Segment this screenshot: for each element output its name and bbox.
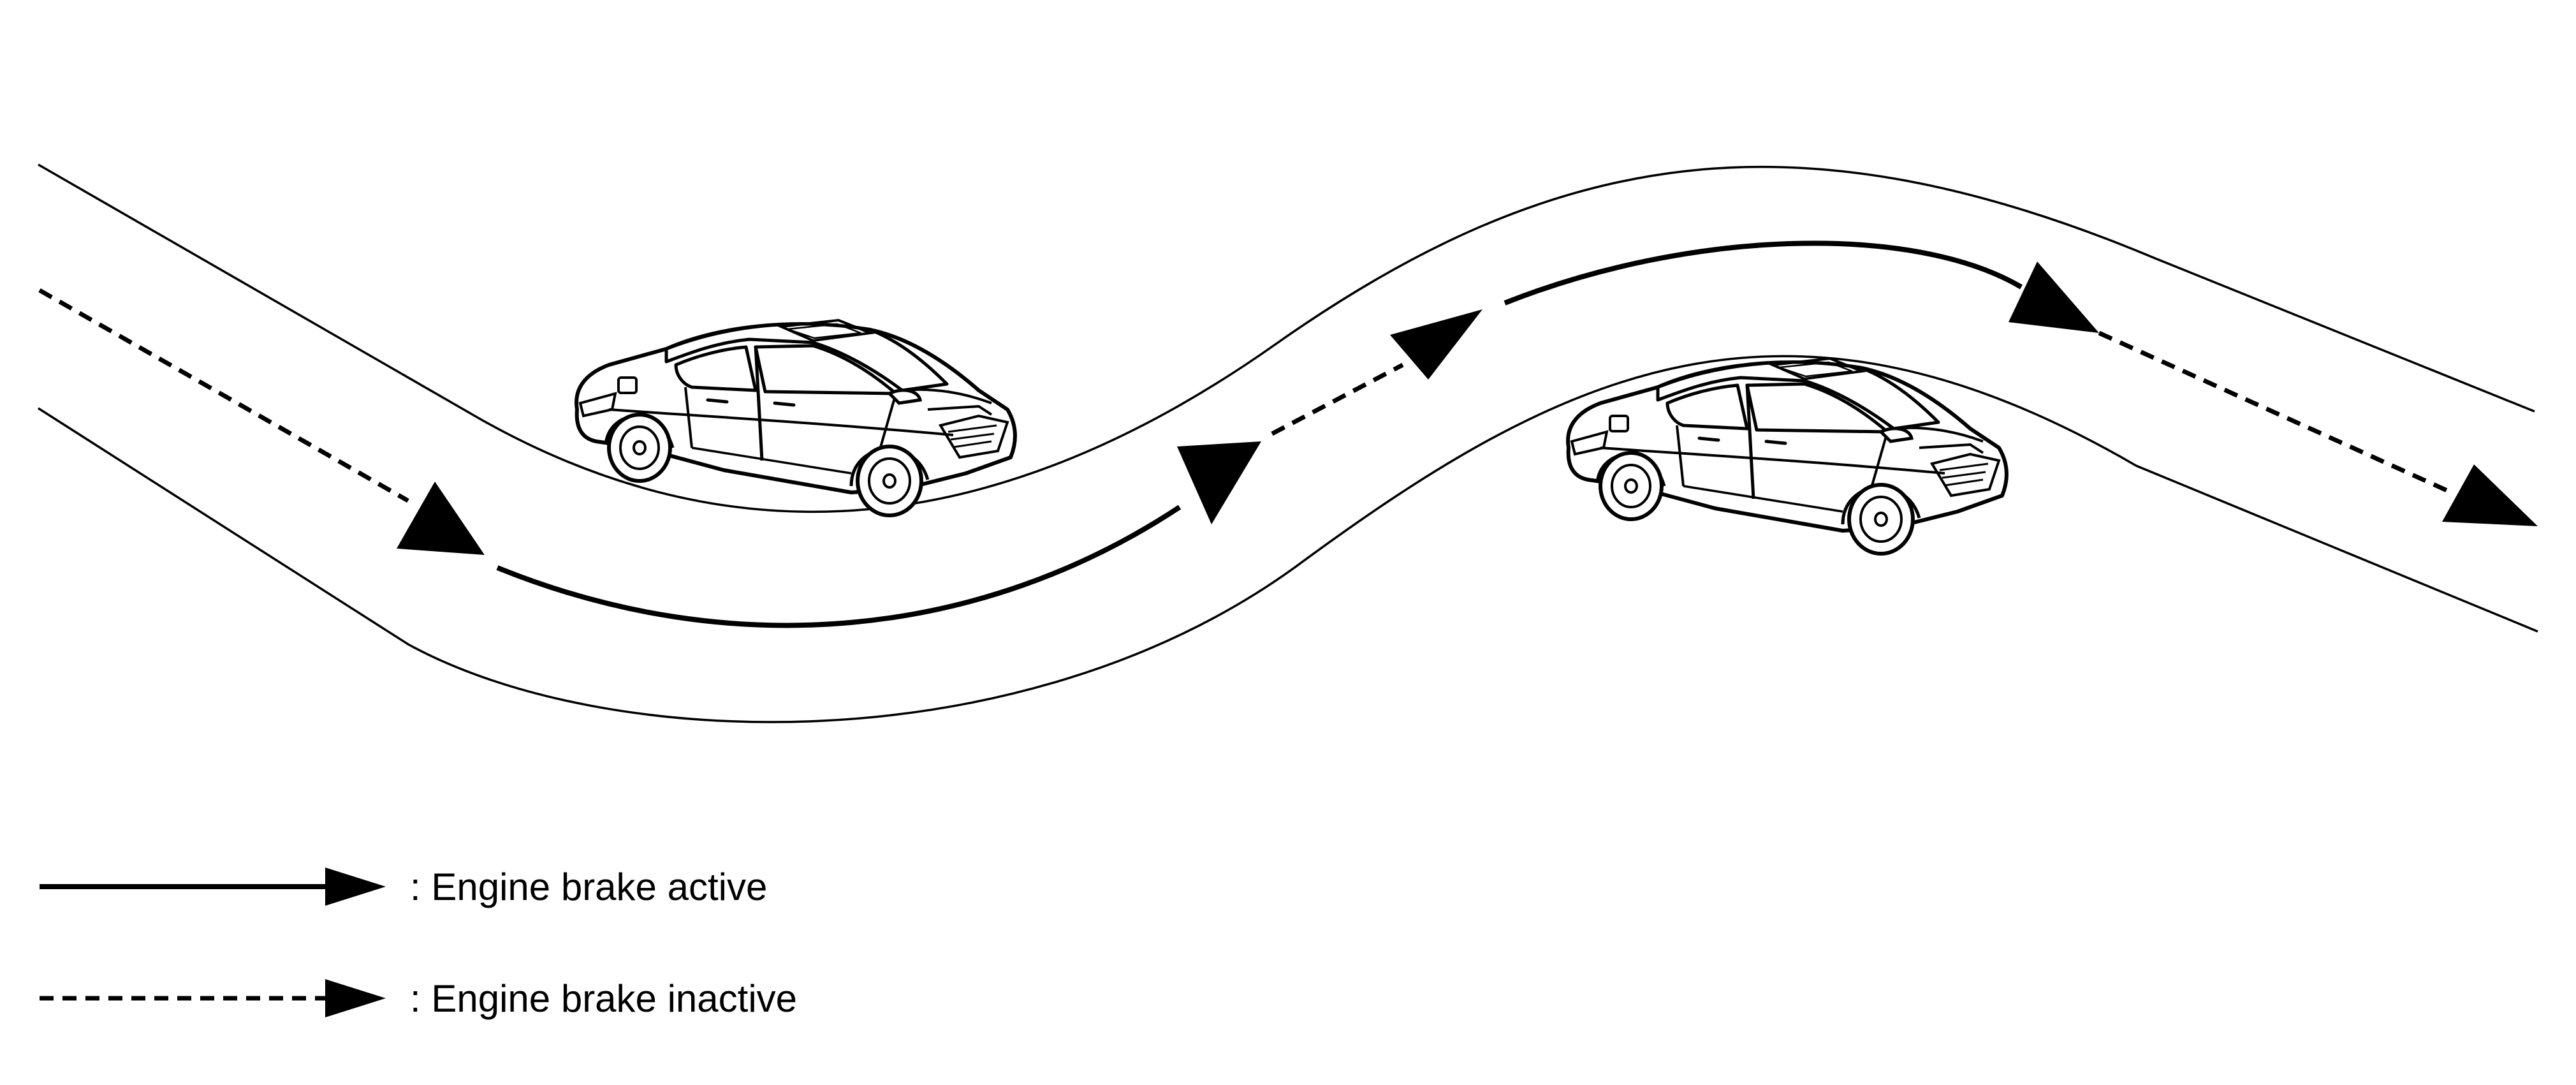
car-icon: [1568, 358, 2007, 554]
arrowhead-icon: [1177, 441, 1261, 524]
path-inactive-3: [2098, 330, 2450, 494]
legend-solid-arrow: [40, 867, 386, 906]
path-inactive-1: [38, 288, 409, 503]
legend-label-active: : Engine brake active: [410, 865, 768, 908]
arrowhead-icon: [2442, 464, 2538, 526]
legend-item-inactive: : Engine brake inactive: [38, 973, 797, 1024]
path-active-2: [1504, 240, 2023, 306]
path-active-1: [496, 505, 1182, 628]
legend-dashed-arrow: [40, 979, 386, 1017]
legend-label-inactive: : Engine brake inactive: [410, 977, 798, 1020]
arrowhead-icon: [2009, 262, 2099, 333]
car-icon: [576, 320, 1015, 515]
arrowhead-icon: [1390, 309, 1482, 380]
path-inactive-2: [1271, 362, 1404, 436]
arrowhead-icon: [325, 867, 386, 906]
arrowhead-icon: [397, 482, 485, 555]
road-edge-lower: [38, 355, 2538, 723]
arrowhead-icon: [325, 979, 386, 1017]
road-edge-upper: [38, 163, 2535, 513]
legend-item-active: : Engine brake active: [38, 861, 767, 912]
